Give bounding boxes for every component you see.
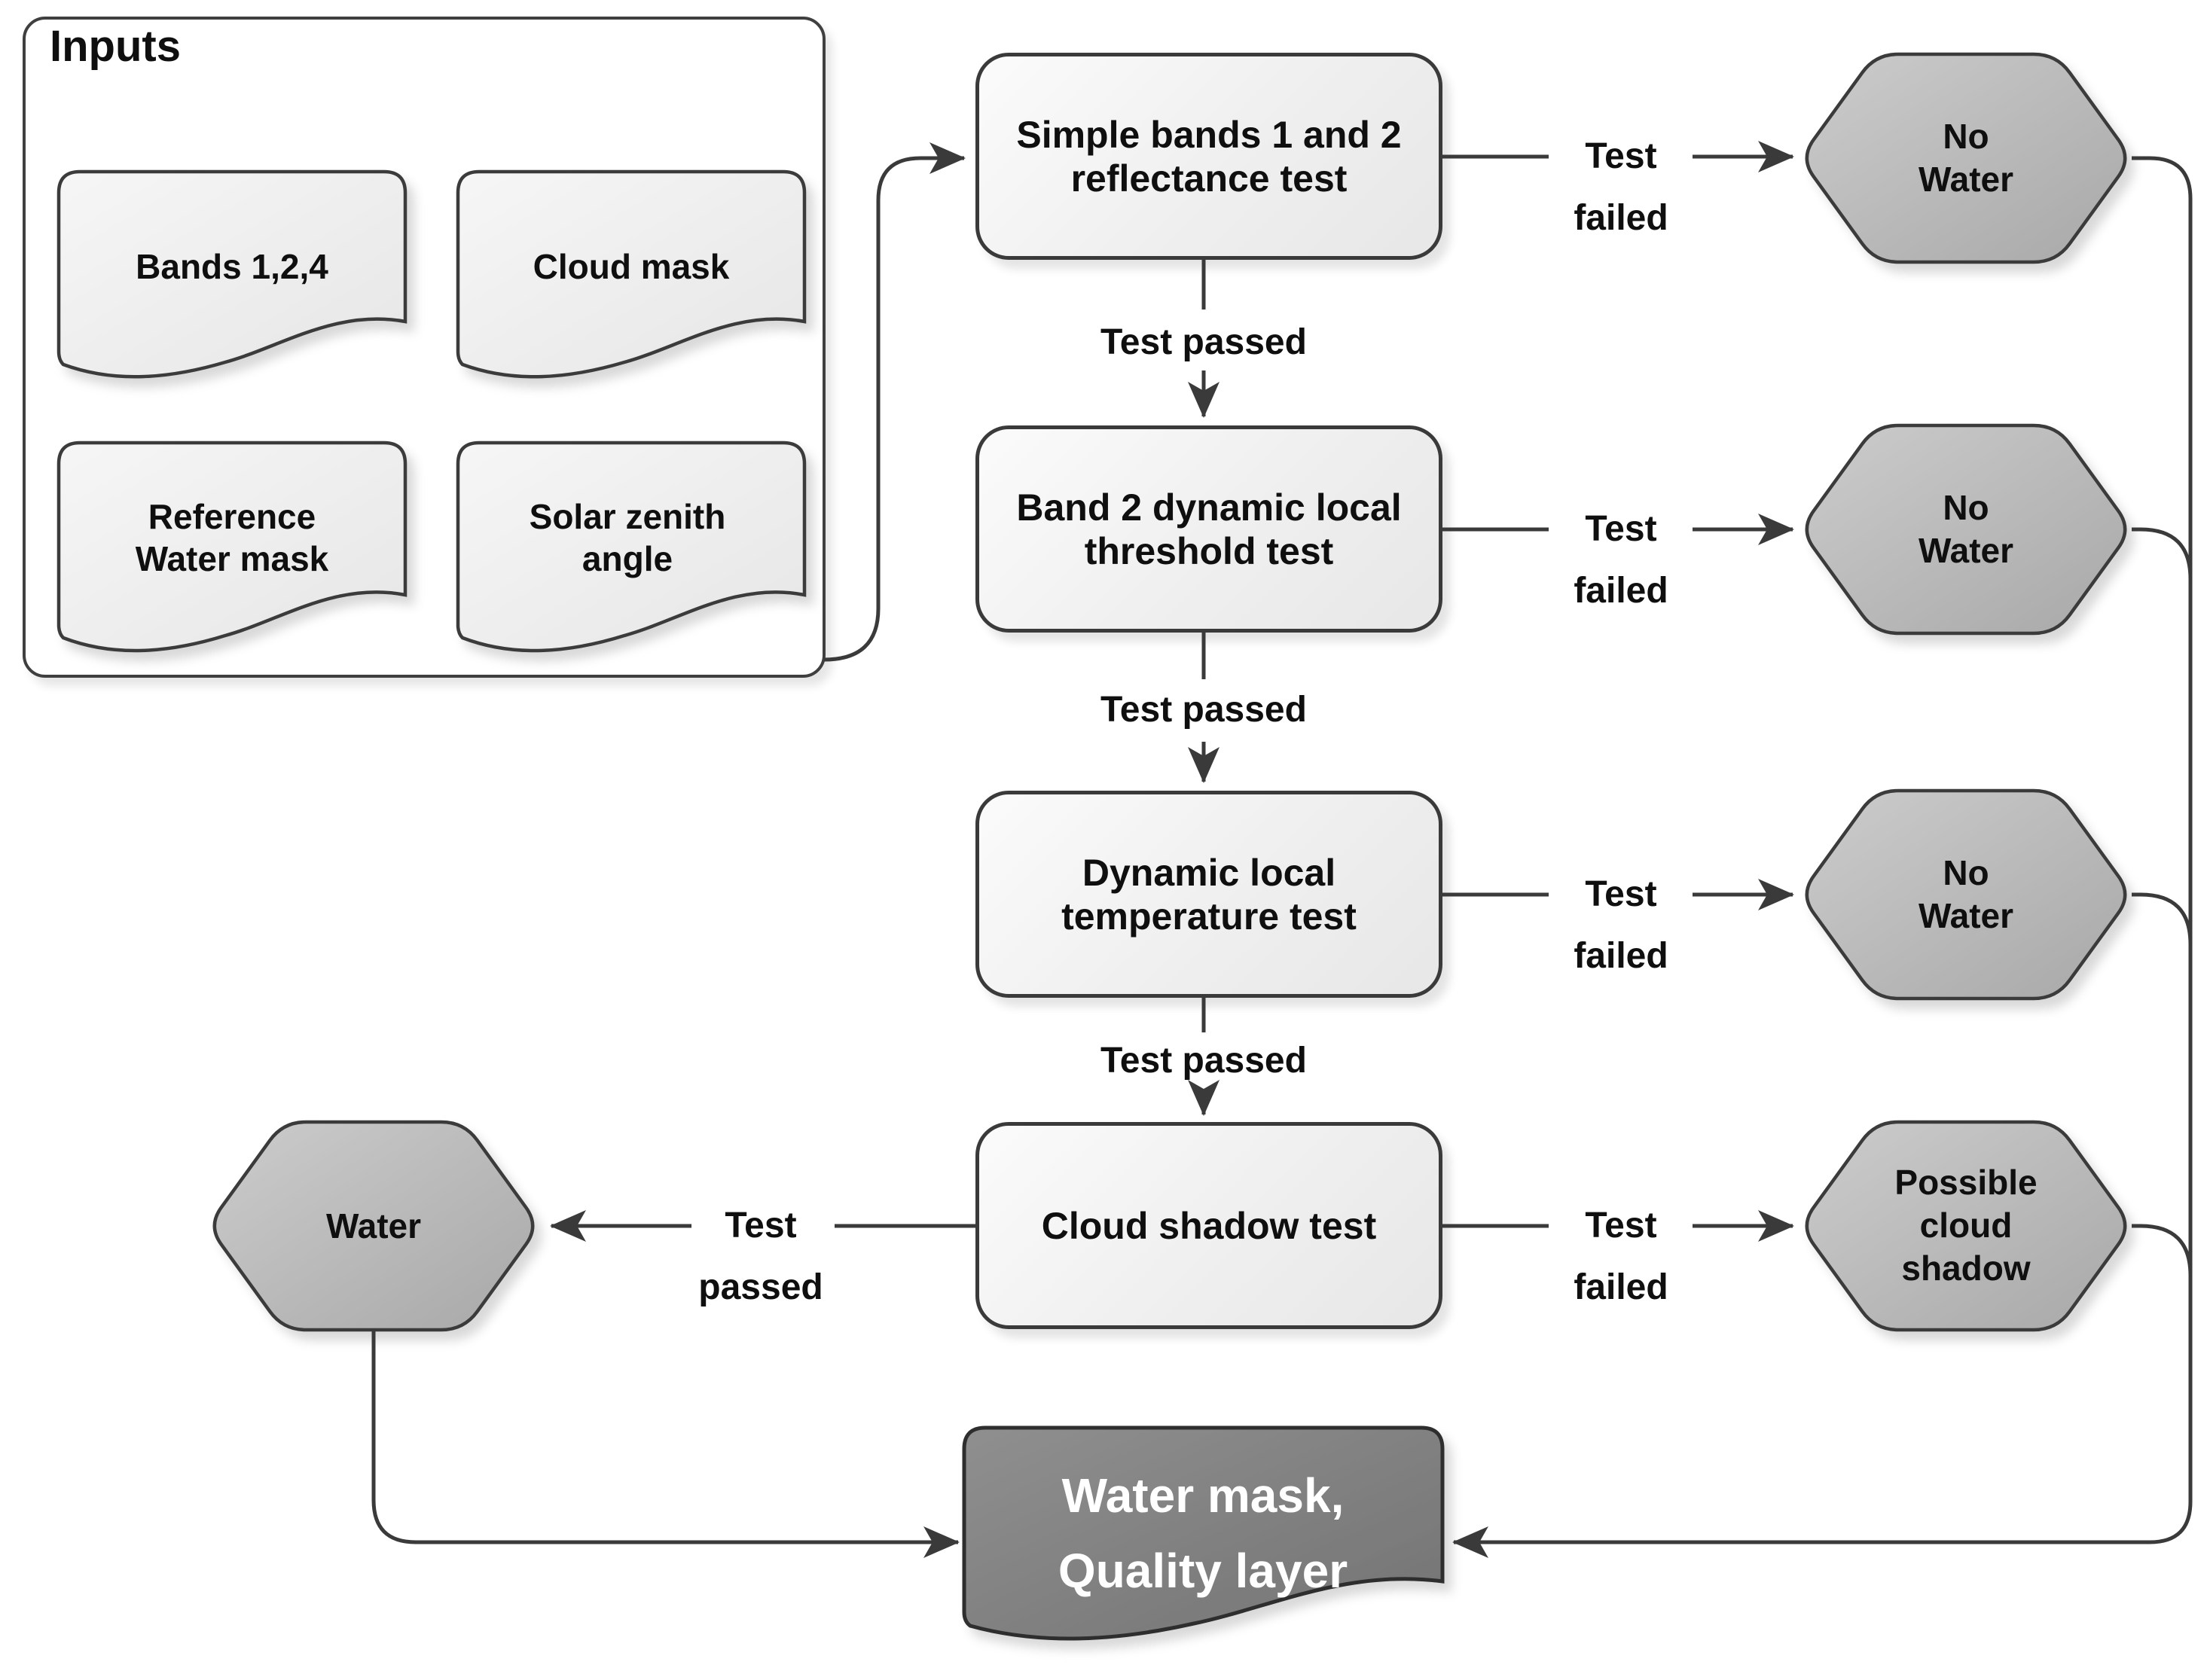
node-no-water-2-label: No Water: [1918, 488, 2014, 570]
node-cloud-shadow-test: Cloud shadow test: [975, 1122, 1442, 1329]
node-reflectance-test: Simple bands 1 and 2 reflectance test: [975, 53, 1442, 260]
node-reflectance-test-label: Simple bands 1 and 2 reflectance test: [1016, 113, 1402, 200]
node-temperature-test: Dynamic local temperature test: [975, 791, 1442, 998]
edge-label-test-failed-1: Test failed: [1574, 136, 1668, 238]
edge-no-water-2-join: [2132, 527, 2193, 580]
edge-inputs-to-test1: [823, 142, 966, 662]
input-bands-label: Bands 1,2,4: [136, 247, 328, 286]
edge-water-to-output: [371, 1328, 960, 1558]
input-cloud-mask-label: Cloud mask: [533, 247, 730, 286]
node-output-label: Water mask, Quality layer: [1058, 1468, 1348, 1598]
node-threshold-test-label: Band 2 dynamic local threshold test: [1016, 486, 1402, 572]
inputs-group-title: Inputs: [50, 22, 181, 71]
node-no-water-1-label: No Water: [1918, 117, 2014, 199]
node-possible-cloud-shadow-label: Possible cloud shadow: [1894, 1163, 2038, 1288]
edge-no-water-3-join: [2132, 892, 2193, 945]
node-water-label: Water: [325, 1206, 422, 1246]
edge-label-test-passed-3: Test passed: [1100, 1041, 1307, 1081]
edge-label-test-passed-1: Test passed: [1100, 322, 1307, 362]
edge-label-test-failed-2: Test failed: [1574, 509, 1668, 611]
node-temperature-test-label: Dynamic local temperature test: [1061, 851, 1357, 938]
input-solar-zenith-label: Solar zenith angle: [529, 497, 726, 578]
node-cloud-shadow-test-label: Cloud shadow test: [1041, 1204, 1377, 1247]
edge-label-test-passed-4: Test passed: [698, 1206, 823, 1307]
edge-label-test-passed-2: Test passed: [1100, 690, 1307, 730]
edge-cloud-shadow-join: [2132, 1224, 2193, 1276]
node-no-water-3-label: No Water: [1918, 853, 2014, 935]
input-reference-water-mask-label: Reference Water mask: [135, 497, 329, 578]
node-threshold-test: Band 2 dynamic local threshold test: [975, 425, 1442, 633]
edge-label-test-failed-4: Test failed: [1574, 1206, 1668, 1307]
edge-label-test-failed-3: Test failed: [1574, 874, 1668, 976]
edge-right-rail-to-output: [1452, 156, 2193, 1558]
